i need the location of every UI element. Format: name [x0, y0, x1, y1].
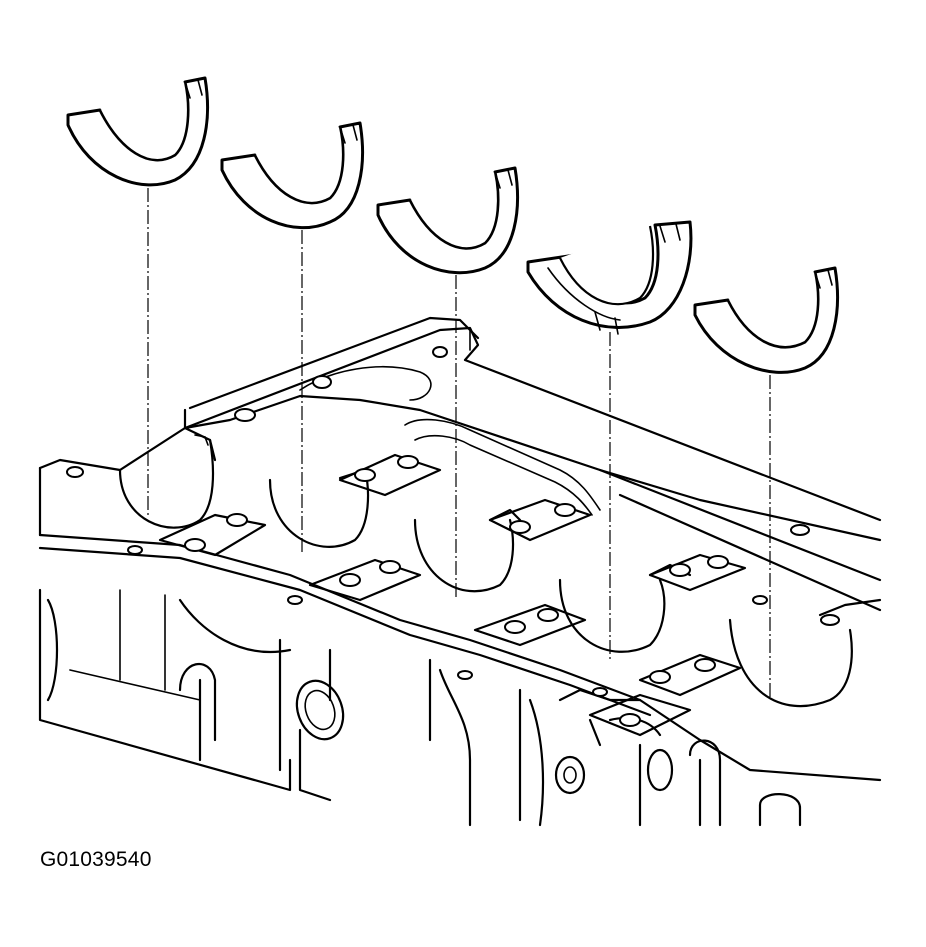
bearing-shell-2	[220, 121, 364, 230]
figure-id-label: G01039540	[40, 848, 152, 871]
bearing-shell-4	[526, 220, 693, 335]
leader-lines	[147, 188, 771, 700]
bearing-shell-3	[376, 166, 519, 275]
bearing-shell-5	[693, 266, 839, 374]
engine-block	[38, 316, 882, 827]
bearing-saddles	[118, 426, 882, 737]
bolt-holes	[66, 346, 840, 727]
bearing-shell-1	[66, 76, 209, 187]
